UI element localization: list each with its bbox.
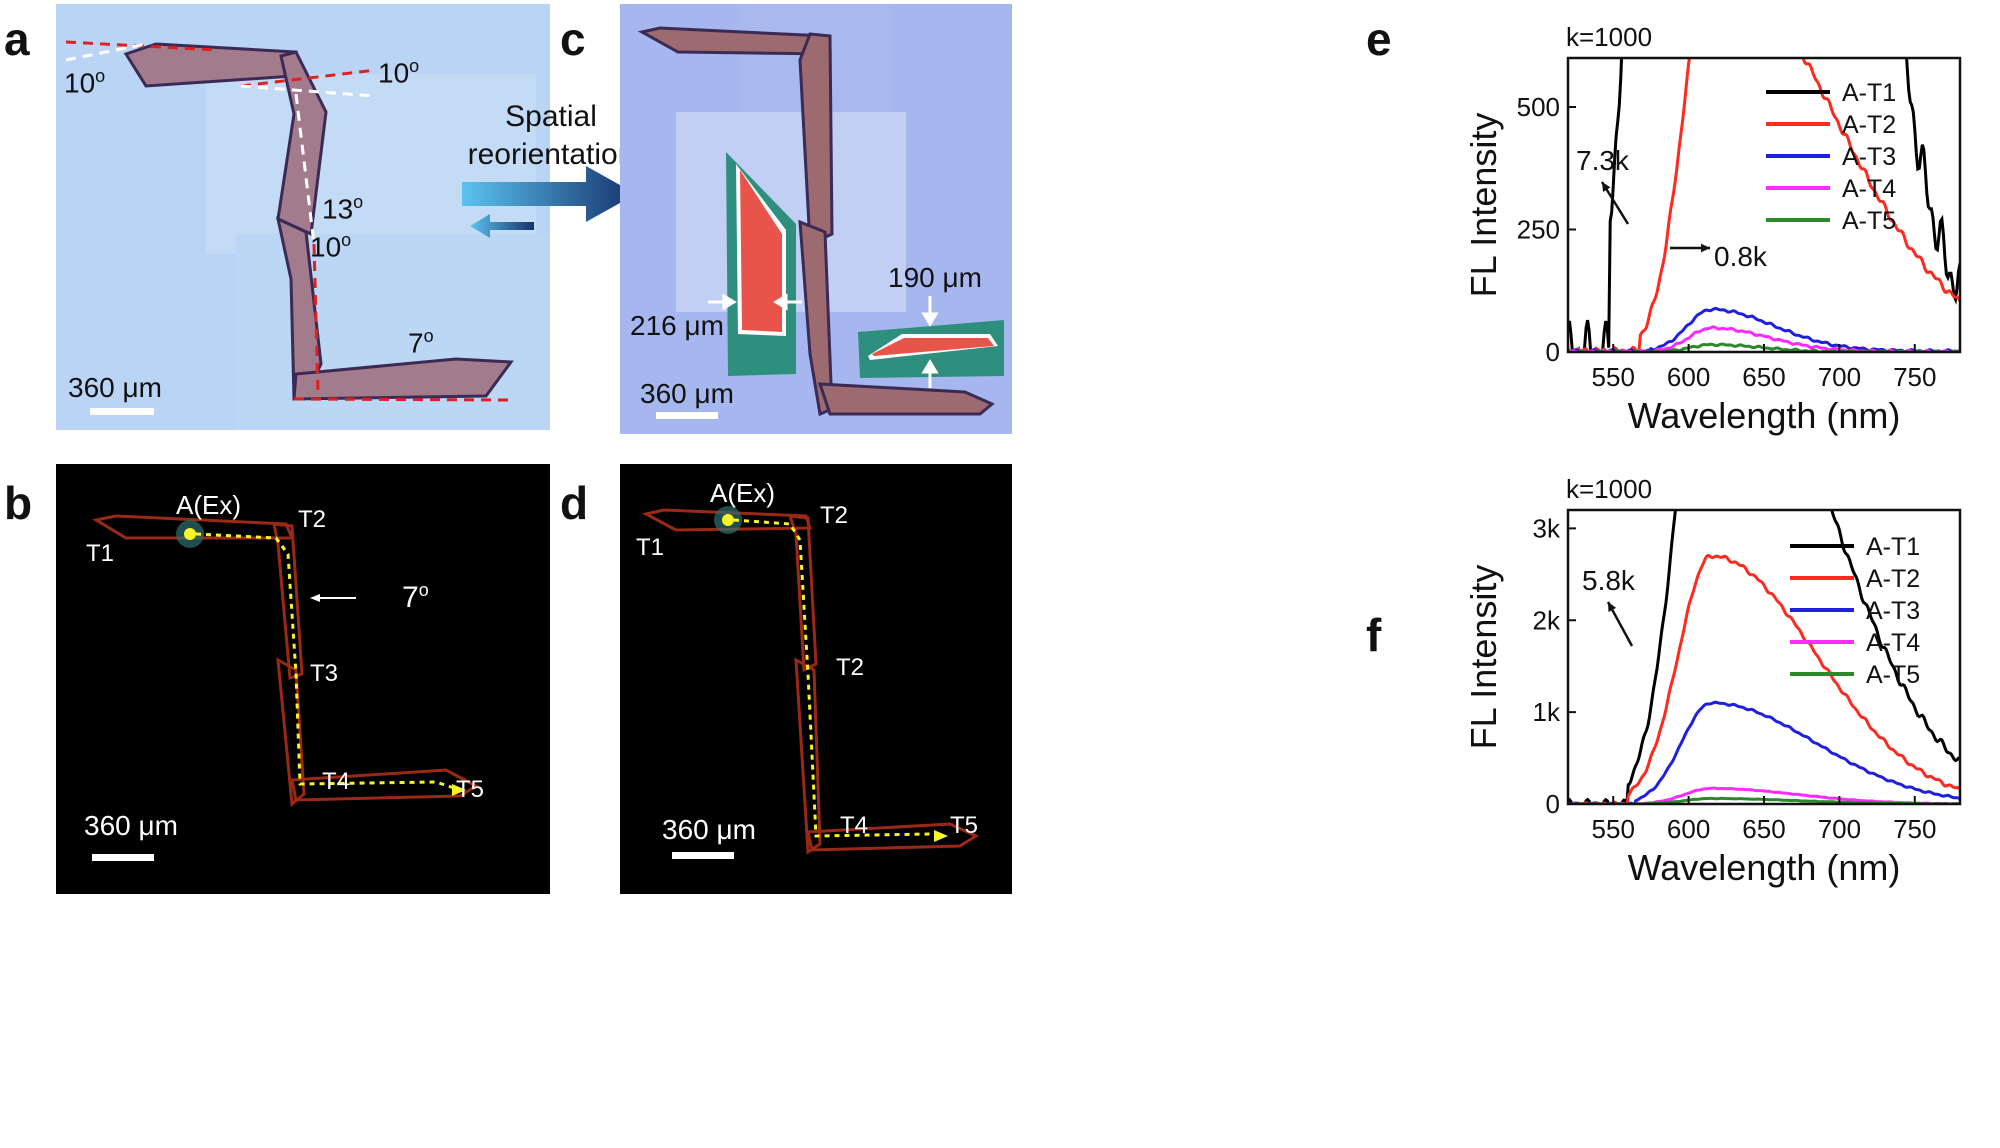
x-tick-label: 650 <box>1742 362 1785 392</box>
annotation-label: 7.3k <box>1576 145 1630 176</box>
x-tick-label: 700 <box>1818 814 1861 844</box>
terminal-t4-d: T4 <box>840 812 869 839</box>
panel-b-fluorescence <box>56 464 550 894</box>
y-tick-label: 500 <box>1517 92 1560 122</box>
panel-d-fluorescence <box>620 464 1012 894</box>
terminal-t3-b: T3 <box>310 660 339 687</box>
x-tick-label: 600 <box>1667 362 1710 392</box>
panel-label-b: b <box>4 477 33 529</box>
angle-label-a3: 13o <box>322 192 364 225</box>
annotation-arrowhead <box>1700 243 1710 253</box>
reorientation-label: Spatial reorientation <box>467 100 635 171</box>
panel-a-micrograph <box>56 4 550 430</box>
y-tick-label: 2k <box>1533 605 1561 635</box>
panel-label-f: f <box>1366 609 1382 661</box>
legend-label: A-T5 <box>1842 207 1896 235</box>
angle-label-a4: 10o <box>310 230 352 263</box>
terminal-t5-b: T5 <box>456 776 485 803</box>
legend-label: A-T4 <box>1866 629 1920 657</box>
angle-label-b: 7o <box>402 580 429 614</box>
scale-label-b: 360 μm <box>84 810 178 841</box>
terminal-t1-b: T1 <box>86 540 115 567</box>
multiplier-label: k=1000 <box>1566 474 1652 504</box>
x-tick-label: 700 <box>1818 362 1861 392</box>
scale-bar-b <box>92 854 154 861</box>
x-tick-label: 650 <box>1742 814 1785 844</box>
legend-label: A-T3 <box>1866 597 1920 625</box>
legend-label: A-T1 <box>1842 79 1896 107</box>
legend-label: A-T5 <box>1866 661 1920 689</box>
annotation-arrowhead <box>1608 602 1617 612</box>
scale-bar-a <box>90 408 154 415</box>
annotation-label: 5.8k <box>1582 565 1636 596</box>
terminal-t5-d: T5 <box>950 812 979 839</box>
scale-label-a: 360 μm <box>68 372 162 403</box>
y-tick-label: 250 <box>1517 215 1560 245</box>
legend-label: A-T1 <box>1866 533 1920 561</box>
terminal-t2b-d: T2 <box>836 654 865 681</box>
angle-label-a5: 7o <box>408 326 434 359</box>
legend-label: A-T3 <box>1842 143 1896 171</box>
plot-frame <box>1566 56 1962 354</box>
terminal-t2-d: T2 <box>820 502 849 529</box>
panel-label-c: c <box>560 13 586 65</box>
annotation-arrowhead <box>1602 182 1611 192</box>
x-tick-label: 600 <box>1667 814 1710 844</box>
panel-c-micrograph <box>620 4 1012 434</box>
backward-arrow <box>470 214 534 238</box>
y-tick-label: 1k <box>1533 697 1561 727</box>
y-axis-label: FL Intensity <box>1463 565 1504 750</box>
width-label-216: 216 μm <box>630 310 724 341</box>
series-line-a-t2 <box>1568 553 1960 804</box>
terminal-t2-b: T2 <box>298 506 327 533</box>
x-axis-label: Wavelength (nm) <box>1628 847 1901 888</box>
panel-label-a: a <box>4 13 30 65</box>
panel-label-d: d <box>560 477 589 529</box>
x-tick-label: 550 <box>1592 362 1635 392</box>
width-label-190: 190 μm <box>888 262 982 293</box>
scale-bar-c <box>656 412 718 419</box>
scale-label-d: 360 μm <box>662 814 756 845</box>
scale-bar-d <box>672 852 734 859</box>
multiplier-label: k=1000 <box>1566 22 1652 52</box>
legend-label: A-T2 <box>1866 565 1920 593</box>
annotation-label: 0.8k <box>1714 241 1768 272</box>
forward-arrow <box>462 166 636 222</box>
x-tick-label: 550 <box>1592 814 1635 844</box>
terminal-t1-d: T1 <box>636 534 665 561</box>
panel-label-e: e <box>1366 13 1392 65</box>
y-tick-label: 0 <box>1546 337 1560 367</box>
y-tick-label: 0 <box>1546 789 1560 819</box>
angle-label-a2: 10o <box>378 56 420 89</box>
legend-label: A-T4 <box>1842 175 1896 203</box>
x-tick-label: 750 <box>1893 362 1936 392</box>
reorientation-arrows <box>462 166 636 238</box>
terminal-t4-b: T4 <box>322 768 351 795</box>
propagation-path-b <box>195 532 461 792</box>
y-axis-label: FL Intensity <box>1463 113 1504 298</box>
x-tick-label: 750 <box>1893 814 1936 844</box>
scale-label-c: 360 μm <box>640 378 734 409</box>
series-line-a-t2 <box>1568 58 1960 352</box>
series-line-a-t1 <box>1568 510 1960 804</box>
series-line-a-t1 <box>1568 58 1960 352</box>
angle-label-a1: 10o <box>64 66 106 99</box>
x-axis-label: Wavelength (nm) <box>1628 395 1901 436</box>
legend-label: A-T2 <box>1842 111 1896 139</box>
excitation-label-b: A(Ex) <box>176 490 241 520</box>
y-tick-label: 3k <box>1533 513 1561 543</box>
excitation-label-d: A(Ex) <box>710 478 775 508</box>
